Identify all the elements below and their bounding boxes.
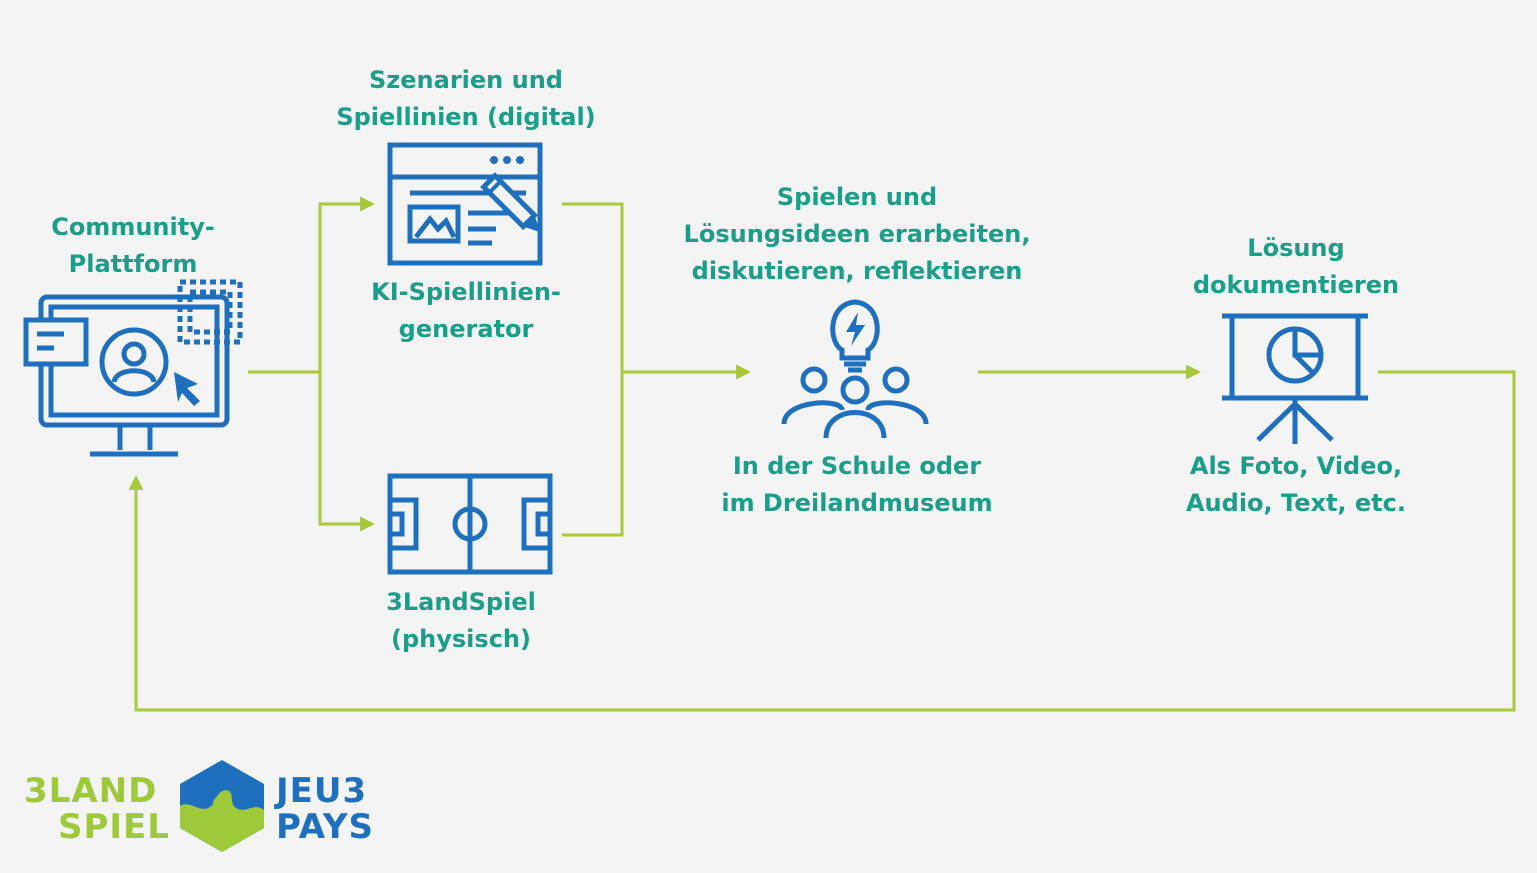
play-caption-line: im Dreilandmuseum	[721, 489, 993, 517]
logo-text-right-top: JEU3	[276, 771, 368, 811]
physical-caption: 3LandSpiel (physisch)	[336, 584, 586, 658]
arrow-to-physical	[318, 372, 375, 532]
browser-editor-icon	[387, 142, 543, 266]
logo-text-left-bottom: SPIEL	[58, 807, 170, 847]
logo-text-right-bottom: PAYS	[276, 807, 374, 847]
document-title-line: Lösung	[1247, 234, 1345, 262]
logo-text-left-top: 3LAND	[24, 771, 158, 811]
community-label: Community- Plattform	[33, 209, 233, 283]
physical-caption-line: 3LandSpiel	[386, 588, 536, 616]
play-title: Spielen und Lösungsideen erarbeiten, dis…	[668, 179, 1046, 290]
arrow-digital-out	[562, 202, 624, 372]
document-caption-line: Als Foto, Video,	[1189, 452, 1403, 480]
document-title-line: dokumentieren	[1192, 271, 1400, 299]
digital-caption: KI-Spiellinien- generator	[336, 274, 596, 348]
document-caption-line: Audio, Text, etc.	[1185, 489, 1406, 517]
arrow-feedback-loop	[128, 370, 1516, 712]
puzzle-hexagon-icon	[180, 760, 264, 852]
document-title: Lösung dokumentieren	[1171, 230, 1421, 304]
digital-title-line: Szenarien und	[369, 66, 563, 94]
play-title-line: Lösungsideen erarbeiten,	[683, 220, 1031, 248]
digital-caption-line: KI-Spiellinien-	[371, 278, 561, 306]
digital-caption-line: generator	[398, 315, 534, 343]
community-label-line: Community-	[51, 213, 215, 241]
digital-title-line: Spiellinien (digital)	[336, 103, 596, 131]
physical-caption-line: (physisch)	[391, 625, 531, 653]
community-label-line: Plattform	[68, 250, 198, 278]
digital-title: Szenarien und Spiellinien (digital)	[316, 62, 616, 136]
computer-monitor-user-icon	[23, 279, 243, 457]
play-title-line: Spielen und	[776, 183, 938, 211]
play-caption: In der Schule oder im Dreilandmuseum	[698, 448, 1016, 522]
arrow-to-digital	[318, 196, 375, 372]
arrow-physical-out	[562, 372, 624, 537]
play-title-line: diskutieren, reflektieren	[691, 257, 1023, 285]
presentation-board-icon	[1222, 313, 1368, 444]
football-field-icon	[387, 473, 553, 575]
play-caption-line: In der Schule oder	[732, 452, 982, 480]
document-caption: Als Foto, Video, Audio, Text, etc.	[1156, 448, 1436, 522]
team-idea-icon	[781, 299, 929, 439]
